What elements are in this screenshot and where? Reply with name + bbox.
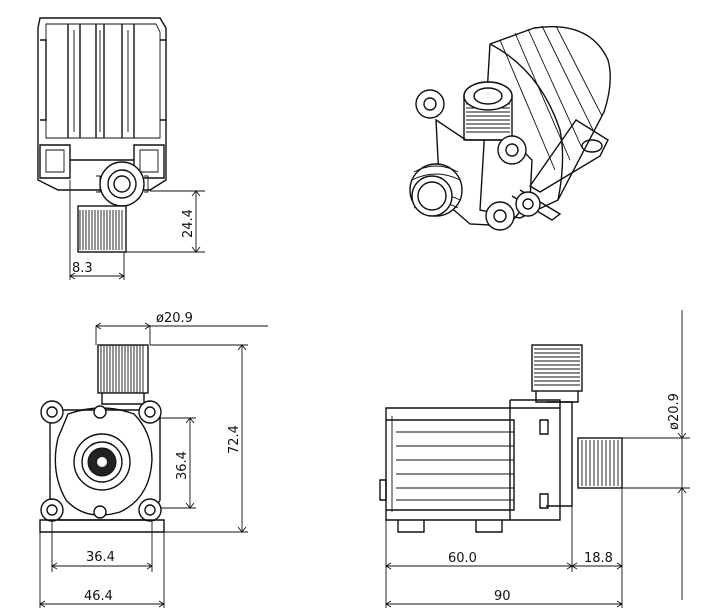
front-height-dim: 72.4 xyxy=(227,425,242,454)
side-outlet-length-dim: 18.8 xyxy=(584,551,613,566)
front-inner-width-dim: 36.4 xyxy=(86,550,115,565)
side-total-length-dim: 90 xyxy=(494,589,511,604)
isometric-view xyxy=(409,25,611,231)
top-offset-dim: 8.3 xyxy=(72,261,93,276)
side-view: ø20.9 60.0 18.8 90 xyxy=(379,310,690,608)
front-inner-height-dim: 36.4 xyxy=(175,451,190,480)
front-view: ø20.9 72.4 36.4 36.4 46.4 xyxy=(39,311,268,608)
front-diameter-dim: ø20.9 xyxy=(156,311,193,326)
top-view: 24.4 8.3 xyxy=(37,17,205,280)
side-diameter-dim: ø20.9 xyxy=(667,393,682,430)
side-body-length-dim: 60.0 xyxy=(448,551,477,566)
front-width-dim: 46.4 xyxy=(84,589,113,604)
top-height-dim: 24.4 xyxy=(181,209,196,238)
